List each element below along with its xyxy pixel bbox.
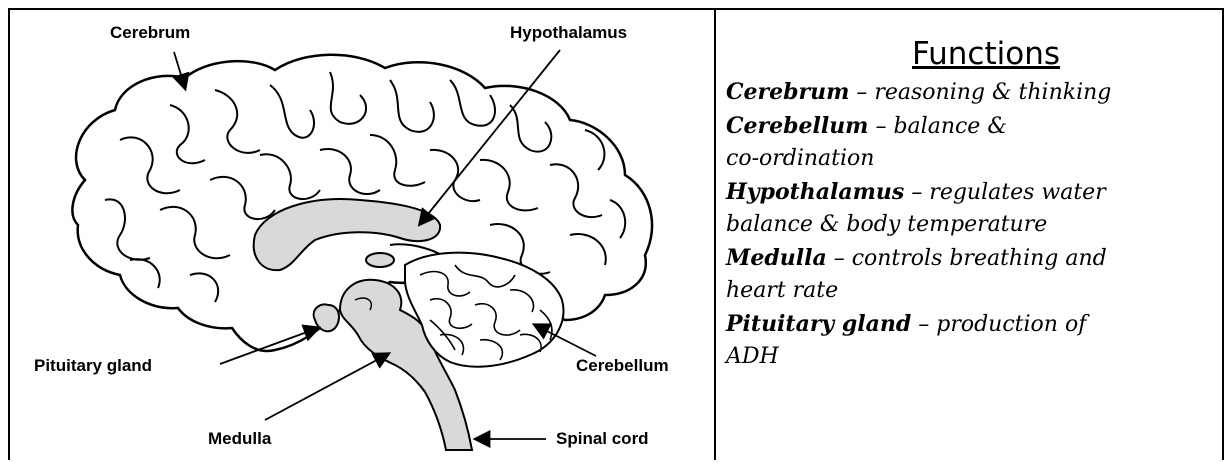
function-desc: – regulates water — [911, 180, 1105, 205]
function-desc: balance & body temperature — [726, 212, 1047, 237]
brain-diagram: Cerebrum Hypothalamus Pituitary gland Ce… — [10, 10, 714, 460]
function-term: Cerebrum — [726, 79, 849, 105]
label-spinal-cord: Spinal cord — [556, 429, 649, 449]
function-term: Hypothalamus — [726, 179, 904, 205]
function-desc: ADH — [726, 344, 779, 369]
functions-panel: Functions Cerebrum – reasoning & thinkin… — [726, 20, 1216, 460]
function-term: Cerebellum — [726, 113, 868, 139]
function-pituitary-cont: ADH — [726, 341, 1216, 374]
function-term: Pituitary gland — [726, 311, 911, 337]
function-cerebrum: Cerebrum – reasoning & thinking — [726, 76, 1216, 110]
function-hypothalamus: Hypothalamus – regulates water — [726, 176, 1216, 210]
function-desc: heart rate — [726, 278, 838, 303]
function-desc: – reasoning & thinking — [856, 80, 1111, 105]
label-cerebrum: Cerebrum — [110, 23, 190, 43]
function-medulla: Medulla – controls breathing and — [726, 242, 1216, 276]
function-cerebellum-cont: co-ordination — [726, 143, 1216, 176]
function-medulla-cont: heart rate — [726, 275, 1216, 308]
function-hypothalamus-cont: balance & body temperature — [726, 209, 1216, 242]
function-desc: – production of — [918, 312, 1086, 337]
label-pituitary-gland: Pituitary gland — [34, 356, 152, 376]
function-desc: – balance & — [875, 114, 1006, 139]
label-medulla: Medulla — [208, 429, 271, 449]
function-desc: co-ordination — [726, 146, 874, 171]
function-desc: – controls breathing and — [834, 246, 1107, 271]
panel-divider — [714, 8, 716, 460]
label-cerebellum: Cerebellum — [576, 356, 669, 376]
label-hypothalamus: Hypothalamus — [510, 23, 627, 43]
function-pituitary: Pituitary gland – production of — [726, 308, 1216, 342]
function-term: Medulla — [726, 245, 827, 271]
functions-heading: Functions — [726, 34, 1216, 74]
function-cerebellum: Cerebellum – balance & — [726, 110, 1216, 144]
brain-illustration — [10, 10, 714, 460]
